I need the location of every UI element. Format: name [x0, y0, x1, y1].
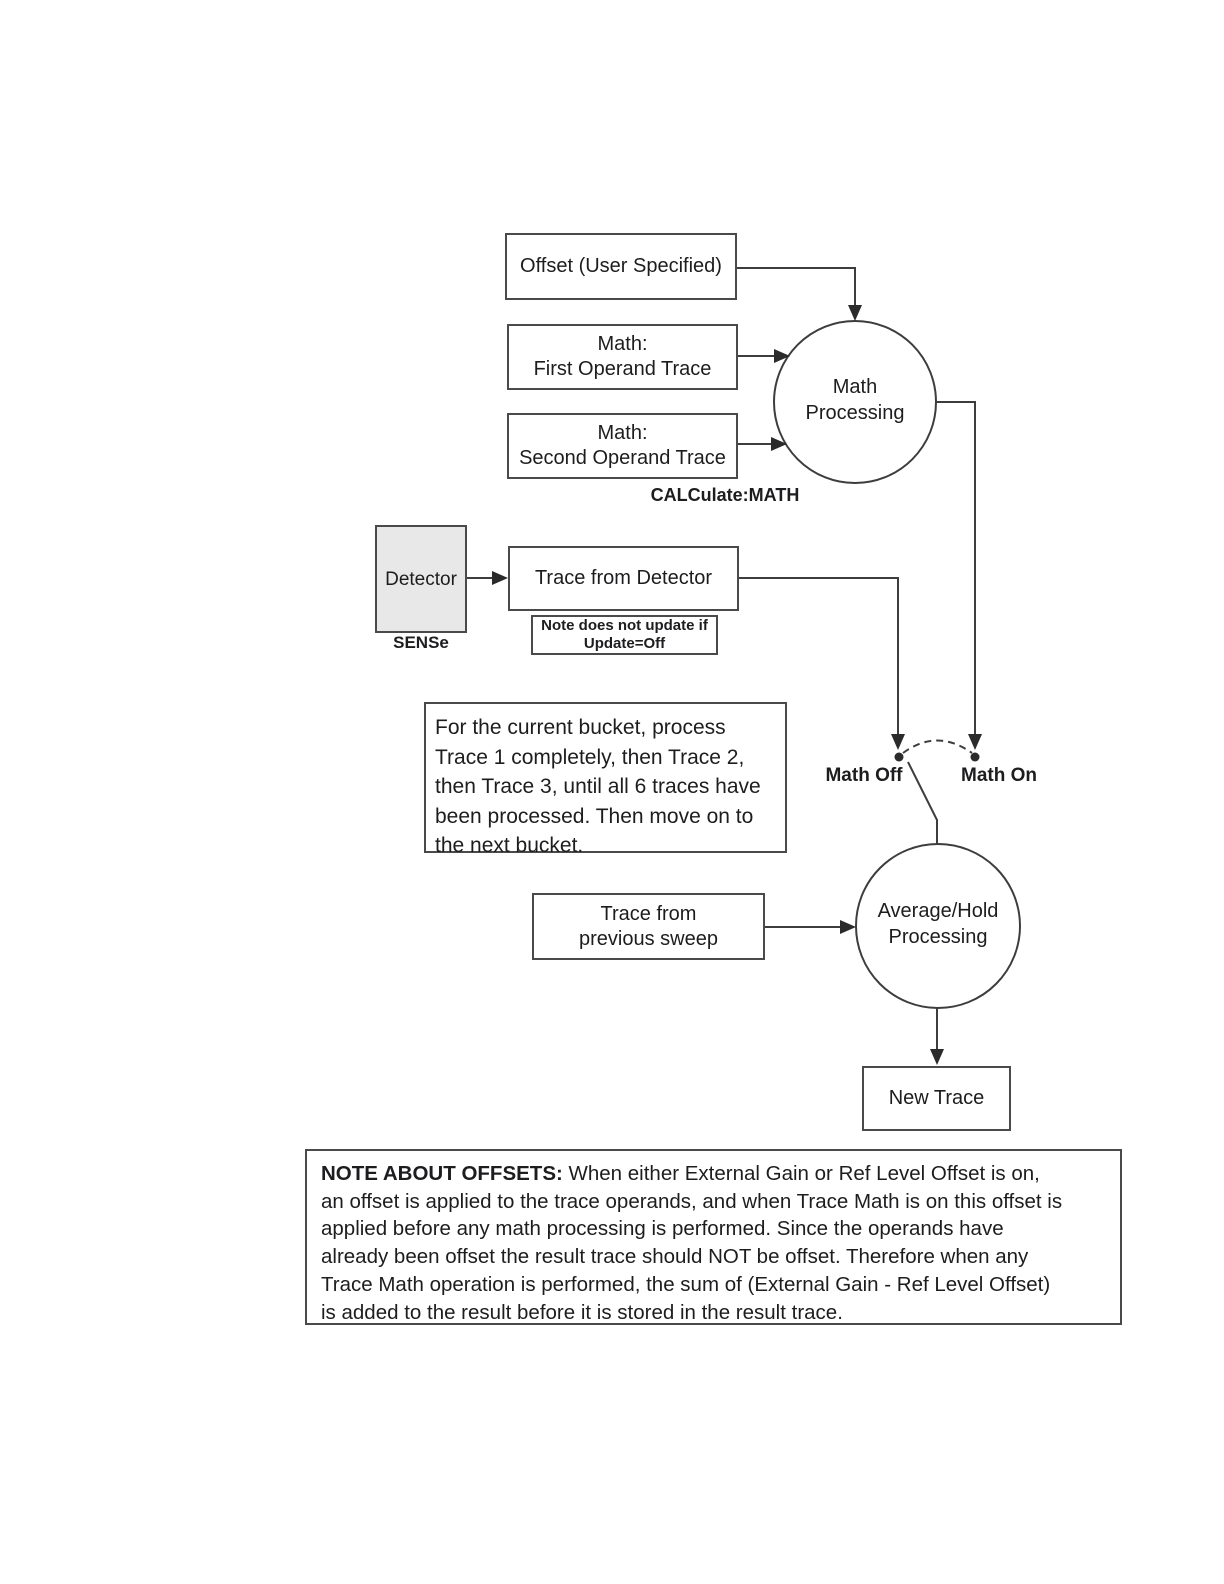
- bucket-note-line: been processed. Then move on to: [435, 804, 754, 828]
- math-second-operand-line2: Second Operand Trace: [519, 447, 726, 469]
- bucket-note-line: the next bucket.: [435, 834, 584, 857]
- offset-box-label: Offset (User Specified): [520, 255, 722, 277]
- offsets-note-line: Trace Math operation is performed, the s…: [321, 1272, 1051, 1296]
- new-trace-label: New Trace: [888, 1087, 985, 1109]
- sense-command-label: SENSe: [393, 633, 449, 652]
- average-hold-line2: Processing: [888, 926, 988, 948]
- arrow-first-operand-to-math: [738, 349, 790, 363]
- detector-box-label: Detector: [385, 568, 457, 590]
- offsets-note-line: an offset is applied to the trace operan…: [321, 1189, 1063, 1213]
- arrow-math-to-math-on: [936, 401, 982, 762]
- math-second-operand-box: Math: Second Operand Trace: [507, 413, 738, 479]
- offsets-note-line: already been offset the result trace sho…: [321, 1245, 1029, 1269]
- arrow-detector-to-trace: [467, 571, 508, 585]
- trace-previous-sweep-line2: previous sweep: [579, 927, 718, 950]
- math-second-operand-line1: Math:: [597, 422, 648, 444]
- detector-box: Detector: [375, 525, 467, 633]
- arrow-avg-to-new-trace: [930, 1008, 944, 1065]
- math-processing-line2: Processing: [805, 402, 905, 424]
- calculate-math-command-label: CALCulate:MATH: [650, 485, 800, 505]
- trace-previous-sweep-line1: Trace from: [600, 902, 697, 925]
- switch-dashed-arc: [902, 739, 973, 754]
- math-first-operand-line2: First Operand Trace: [533, 358, 712, 380]
- average-hold-line1: Average/Hold: [877, 900, 999, 922]
- update-off-note-box: Note does not update if Update=Off: [531, 615, 718, 655]
- trace-previous-sweep-box: Trace from previous sweep: [532, 893, 765, 960]
- average-hold-label: Average/Hold Processing: [848, 898, 1028, 950]
- offsets-note-line: applied before any math processing is pe…: [321, 1217, 1004, 1241]
- arrow-offset-to-math: [737, 267, 862, 321]
- math-first-operand-line1: Math:: [597, 333, 648, 355]
- trace-from-detector-label: Trace from Detector: [534, 567, 713, 589]
- math-first-operand-box: Math: First Operand Trace: [507, 324, 738, 390]
- arrow-trace-to-math-off: [739, 577, 905, 762]
- arrow-second-operand-to-math: [738, 437, 787, 451]
- switch-lever-line: [907, 761, 938, 845]
- update-note-line1: Note does not update if: [541, 617, 708, 634]
- offsets-note-box: NOTE ABOUT OFFSETS: When either External…: [305, 1149, 1122, 1325]
- offsets-note-line: NOTE ABOUT OFFSETS: When either External…: [321, 1160, 1106, 1188]
- arrow-prev-sweep-to-avg: [765, 920, 856, 934]
- bucket-note-line: Trace 1 completely, then Trace 2,: [435, 745, 745, 769]
- bucket-note-line: then Trace 3, until all 6 traces have: [435, 775, 761, 798]
- math-on-switch-label: Math On: [961, 765, 1037, 786]
- math-processing-label: Math Processing: [765, 374, 945, 426]
- offsets-note-title: NOTE ABOUT OFFSETS:: [321, 1162, 563, 1185]
- bucket-note-line: For the current bucket, process: [435, 716, 726, 739]
- new-trace-box: New Trace: [862, 1066, 1011, 1131]
- trace-from-detector-box: Trace from Detector: [508, 546, 739, 611]
- offsets-note-line1-rest: When either External Gain or Ref Level O…: [562, 1162, 1040, 1185]
- math-off-switch-label: Math Off: [825, 765, 903, 786]
- update-note-line2: Update=Off: [583, 635, 666, 652]
- bucket-processing-note-box: For the current bucket, process Trace 1 …: [424, 702, 787, 857]
- math-processing-line1: Math: [832, 376, 878, 398]
- offsets-note-line: is added to the result before it is stor…: [321, 1300, 843, 1324]
- offset-user-specified-box: Offset (User Specified): [505, 233, 737, 300]
